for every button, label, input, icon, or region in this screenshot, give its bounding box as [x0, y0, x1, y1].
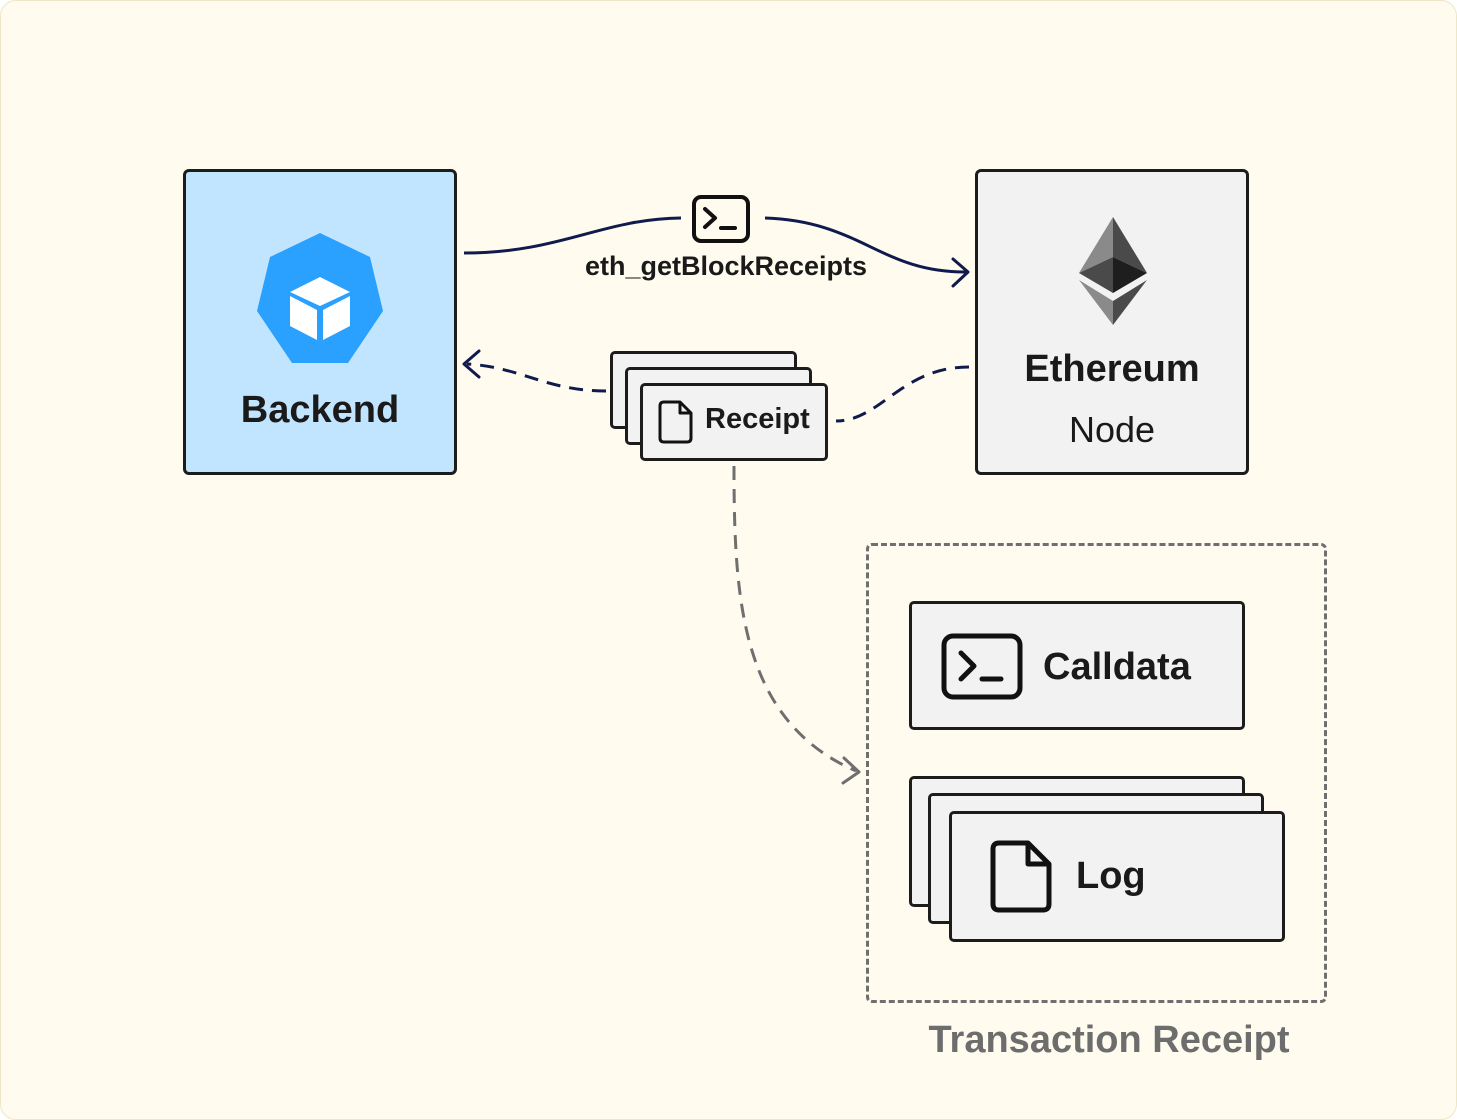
hexagon-cube-icon	[257, 233, 383, 363]
expand-connector	[732, 465, 857, 773]
file-icon	[990, 840, 1052, 913]
ethereum-subtitle: Node	[1068, 409, 1156, 450]
rpc-method-label: eth_getBlockReceipts	[584, 251, 868, 281]
request-arrowhead	[951, 257, 970, 288]
expand-arrowhead	[841, 756, 861, 785]
receipt-card-front	[640, 383, 828, 461]
response-connector-right	[835, 365, 970, 423]
transaction-receipt-label: Transaction Receipt	[928, 1019, 1290, 1061]
backend-label: Backend	[240, 389, 400, 431]
transaction-receipt-group	[866, 543, 1327, 1003]
receipt-label: Receipt	[705, 403, 810, 435]
file-icon	[658, 400, 693, 444]
log-label: Log	[1076, 855, 1146, 897]
ethereum-logo-icon	[1079, 217, 1147, 325]
terminal-icon	[941, 633, 1023, 700]
calldata-card	[909, 601, 1245, 730]
response-arrowhead	[462, 349, 481, 379]
ethereum-title: Ethereum	[1024, 348, 1200, 390]
calldata-label: Calldata	[1043, 646, 1191, 688]
log-card-front	[949, 811, 1285, 942]
request-connector	[463, 216, 682, 255]
response-connector-left	[466, 362, 607, 393]
terminal-icon	[692, 195, 750, 243]
request-connector-tail	[764, 216, 968, 274]
